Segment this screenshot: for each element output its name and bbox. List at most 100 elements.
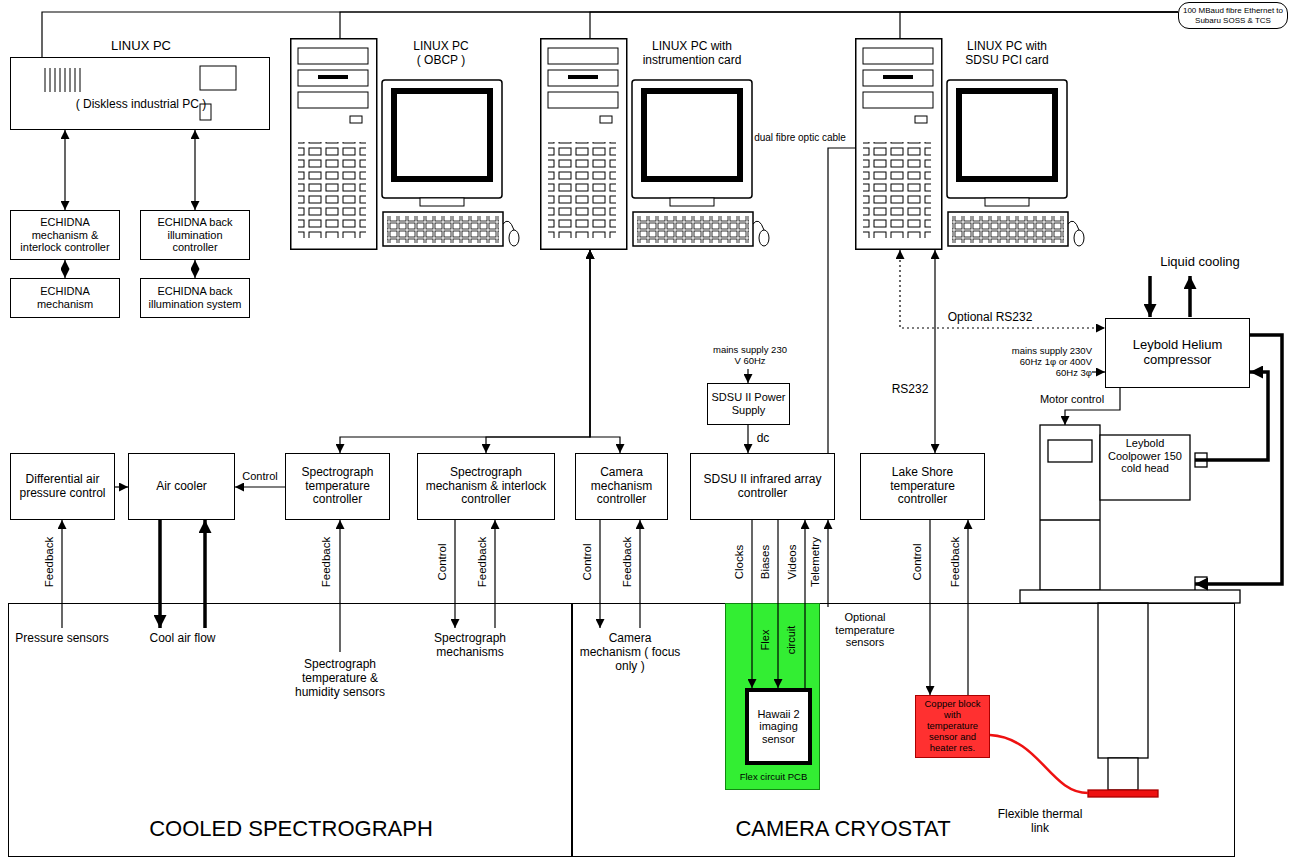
connector [639, 520, 640, 628]
connector [590, 12, 1178, 38]
enclosure-region: COOLED SPECTROGRAPH Pressure sensors Cool … [8, 603, 572, 857]
node-text: SDSU II Power Supply [711, 391, 786, 416]
connector [194, 130, 195, 210]
node-text: 100 MBaud fibre Ethernet to Subaru SOSS … [1182, 6, 1284, 24]
text-holder: Flex circuit PCB [726, 772, 821, 783]
connector [42, 12, 1178, 57]
connector [900, 250, 1105, 328]
connector [340, 12, 1178, 38]
node-text: Pressure sensors [15, 632, 108, 646]
text-node: Spectrograph mechanisms [420, 628, 520, 664]
controller-box: ECHIDNA mechanism & interlock controller [10, 210, 120, 260]
controller-box: Spectrograph temperature controller [285, 453, 390, 520]
node-text: Spectrograph mechanisms [423, 632, 517, 660]
connector [777, 520, 778, 688]
text-node: LINUX PC with instrumention card [540, 38, 770, 250]
connector [751, 520, 752, 688]
text-holder: LINUX PC with instrumention card [636, 40, 748, 68]
annotation-label: Flexible thermal link [993, 808, 1087, 836]
signal-label: Videos [786, 544, 799, 581]
controller-box: Air cooler [128, 453, 235, 520]
connector [929, 520, 930, 695]
signal-label: Control [436, 542, 449, 581]
liquid-cooling-arrows [1150, 276, 1190, 317]
node-text: Spectrograph temperature & humidity sens… [283, 658, 397, 699]
sensor-chip: Hawaii 2 imaging sensor [745, 688, 812, 765]
signal-label: RS232 [891, 383, 930, 397]
network-box: 100 MBaud fibre Ethernet to Subaru SOSS … [1178, 2, 1288, 29]
node-text: Lake Shore temperature controller [864, 466, 981, 507]
signal-label: dc [756, 432, 771, 446]
signal-label: dual fibre optic cable [753, 132, 847, 144]
industrial-pc-detail [45, 66, 236, 120]
controller-box: Leybold Helium compressor [1105, 318, 1250, 388]
controller-box: ECHIDNA back illumination system [140, 278, 250, 318]
node-text: Optional temperature sensors [818, 611, 912, 649]
computer-icon [291, 39, 1084, 250]
controller-box: SDSU II infrared array controller [690, 453, 835, 520]
connector [64, 130, 65, 210]
node-text: CAMERA CRYOSTAT [633, 816, 1053, 841]
connector [203, 520, 207, 628]
connector [454, 520, 455, 628]
controller-box: Differential air pressure control [10, 453, 115, 520]
signal-label: Feedback [476, 536, 489, 589]
text-node: LINUX PC ( OBCP ) [290, 38, 520, 250]
node-text: ECHIDNA back illumination controller [144, 216, 246, 254]
signal-label: Feedback [949, 536, 962, 589]
thermal-link [990, 735, 1088, 793]
text-holder: LINUX PC ( OBCP ) [410, 40, 472, 68]
node-text: COOLED SPECTROGRAPH [9, 816, 573, 841]
annotation-label: Flex [759, 629, 772, 652]
node-text: LINUX PC with instrumention card [636, 40, 748, 68]
connector [115, 486, 128, 487]
node-text: LINUX PC ( OBCP ) [410, 40, 472, 68]
controller-box: Spectrograph mechanism & interlock contr… [417, 453, 555, 520]
annotation-label: mains supply 230V 60Hz 1φ or 400V 60Hz 3… [1007, 346, 1093, 379]
signal-label: Biases [759, 544, 772, 581]
signal-label: Control [241, 470, 278, 483]
connector [1195, 335, 1282, 584]
node-text: Leybold Helium compressor [1109, 338, 1246, 368]
text-holder: CAMERA CRYOSTAT [633, 816, 1053, 841]
connector [590, 250, 620, 453]
node-text: ECHIDNA mechanism & interlock controller [14, 216, 116, 254]
node-text: Spectrograph mechanism & interlock contr… [421, 466, 551, 507]
annotation-label: Liquid cooling [1159, 255, 1241, 270]
connector [61, 520, 62, 628]
node-text: Camera mechanism ( focus only ) [579, 632, 681, 673]
connector [486, 250, 590, 453]
node-text: LINUX PC with SDSU PCI card [959, 40, 1055, 68]
cold-head-drawing [1020, 425, 1240, 797]
text-holder: LINUX PC with SDSU PCI card [959, 40, 1055, 68]
connector [235, 486, 285, 487]
connector [339, 520, 340, 652]
controller-box: SDSU II Power Supply [707, 383, 790, 425]
connector [1195, 372, 1268, 460]
node-text: ECHIDNA back illumination system [144, 285, 246, 310]
connector [340, 250, 590, 453]
connector [64, 260, 65, 278]
text-holder: LINUX PC [51, 39, 231, 54]
connector [194, 260, 195, 278]
controller-box: Lake Shore temperature controller [860, 453, 985, 520]
flex-circuit-pcb: Flex circuit PCB Hawaii 2 imaging sensor [725, 603, 820, 790]
connector [804, 520, 805, 688]
node-text: Copper block with temperature sensor and… [919, 699, 986, 754]
connector [158, 520, 162, 628]
node-text: Hawaii 2 imaging sensor [752, 708, 805, 746]
signal-label: Motor control [1039, 393, 1105, 406]
node-text: Differential air pressure control [14, 473, 111, 501]
node-text: Air cooler [156, 480, 207, 494]
node-text: Flex circuit PCB [726, 772, 821, 783]
copper-block: Copper block with temperature sensor and… [915, 695, 990, 758]
text-node: Camera mechanism ( focus only ) [576, 628, 684, 678]
annotation-label: mains supply 230 V 60Hz [711, 345, 789, 367]
text-node: Leybold Coolpower 150 cold head [1030, 425, 1195, 603]
connector [827, 520, 828, 607]
text-node: Cool air flow [125, 628, 240, 650]
connector [967, 520, 968, 695]
connector [934, 250, 935, 453]
text-holder: COOLED SPECTROGRAPH [9, 816, 573, 841]
